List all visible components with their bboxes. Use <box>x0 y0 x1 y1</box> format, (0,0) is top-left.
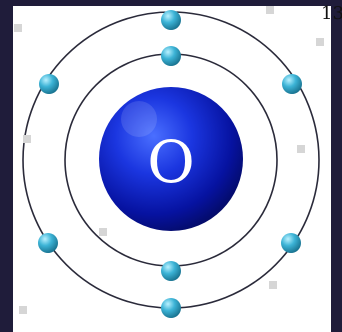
element-symbol: O <box>147 128 195 196</box>
grey-marker-4 <box>23 135 31 143</box>
electron-bottom-outer <box>161 298 181 318</box>
electron-top-inner <box>161 46 181 66</box>
grey-marker-7 <box>269 281 277 289</box>
electron-left-lower <box>38 233 58 253</box>
grey-marker-2 <box>14 24 22 32</box>
electron-left-outer <box>39 74 59 94</box>
grey-marker-8 <box>19 306 27 314</box>
grey-marker-3 <box>316 38 324 46</box>
electron-right-lower <box>281 233 301 253</box>
electron-top-outer <box>161 10 181 30</box>
electron-bottom-inner <box>161 261 181 281</box>
grey-marker-5 <box>297 145 305 153</box>
electron-right-outer <box>282 74 302 94</box>
grey-marker-1 <box>266 6 274 14</box>
grey-marker-6 <box>99 228 107 236</box>
